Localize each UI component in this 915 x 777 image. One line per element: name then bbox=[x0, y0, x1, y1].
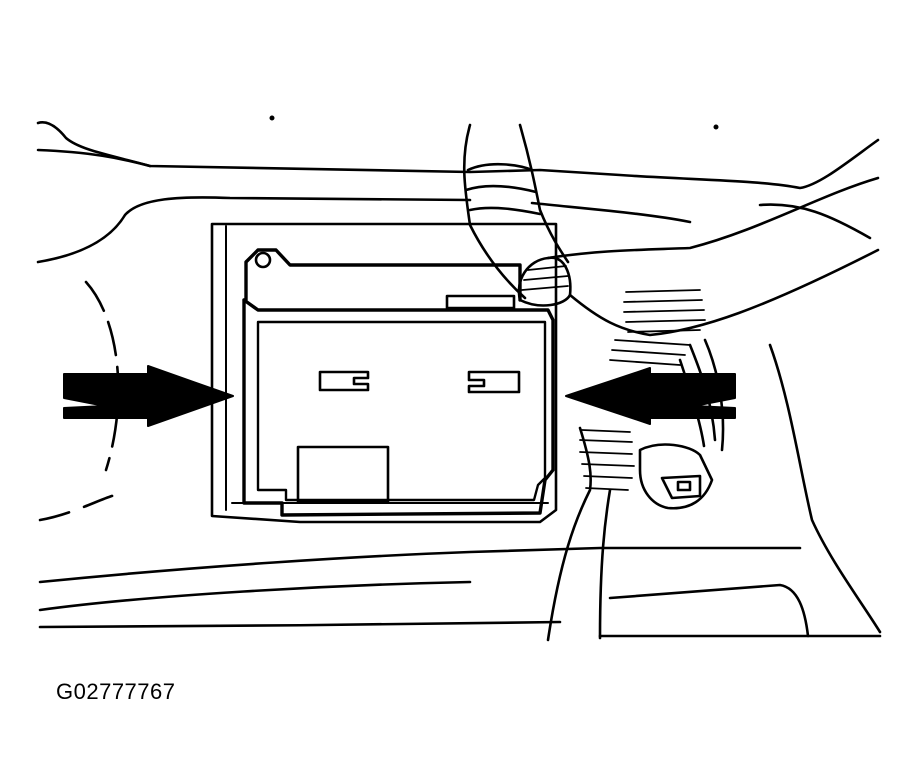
left-rib-2 bbox=[38, 493, 117, 522]
mounting-plate bbox=[210, 222, 558, 524]
harness-lower bbox=[546, 426, 612, 642]
module-label bbox=[296, 445, 390, 504]
mounting-plate-inner bbox=[225, 225, 549, 511]
upper-panel-edge bbox=[36, 121, 880, 190]
figure-code: G02777767 bbox=[56, 679, 176, 704]
lower-panel-line bbox=[38, 546, 802, 584]
left-arrow bbox=[63, 365, 234, 427]
upper-panel-inner-edge bbox=[36, 148, 152, 168]
harness-stripes-upper bbox=[521, 265, 569, 291]
lower-connector-latch bbox=[660, 474, 702, 500]
slot-right bbox=[467, 370, 521, 394]
panel-curve-right bbox=[758, 203, 872, 240]
slot-left bbox=[318, 370, 370, 392]
module-face bbox=[256, 320, 547, 502]
harness-stripes bbox=[609, 289, 706, 366]
module-tab bbox=[445, 294, 516, 310]
harness-lower-stripes bbox=[579, 429, 635, 491]
right-arrow bbox=[565, 367, 736, 425]
floor-edge bbox=[38, 583, 810, 638]
module-housing-outline bbox=[242, 248, 555, 517]
harness-bundle-right bbox=[546, 176, 880, 337]
bracket-contour bbox=[36, 196, 692, 264]
harness-wrap bbox=[464, 162, 542, 216]
speck bbox=[269, 115, 275, 121]
lower-panel-line-2 bbox=[38, 580, 472, 612]
speck bbox=[713, 124, 719, 130]
harness-connector-upper bbox=[517, 256, 572, 307]
tunnel-edge bbox=[768, 343, 882, 634]
mounting-screw bbox=[254, 251, 272, 269]
left-rib bbox=[84, 280, 120, 472]
harness-upper bbox=[462, 123, 570, 300]
lower-connector-body bbox=[638, 443, 714, 510]
